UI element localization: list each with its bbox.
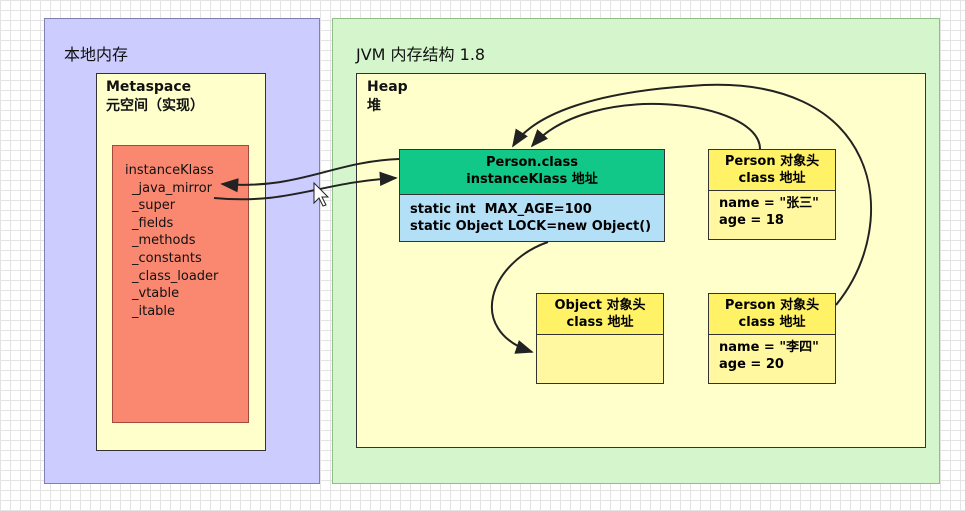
object-header-class-address: class 地址 — [738, 171, 806, 186]
klass-field: _vtable — [132, 286, 180, 302]
object-header: Person 对象头 class 地址 — [709, 150, 835, 191]
object-fields: name = "李四" age = 20 — [709, 335, 835, 373]
klass-field: _constants — [132, 250, 202, 266]
jvm-memory-title: JVM 内存结构 1.8 — [356, 45, 486, 64]
heap-subtitle: 堆 — [367, 98, 381, 114]
klass-field: _super — [132, 198, 176, 214]
object-header-type: Person 对象头 — [724, 154, 820, 169]
person-class-name: Person.class — [485, 155, 579, 170]
object-header-type: Person 对象头 — [724, 298, 820, 313]
heap-title: Heap — [367, 79, 408, 95]
object-header-class-address: class 地址 — [738, 315, 806, 330]
heap-container — [356, 73, 926, 448]
person-class-header: Person.class instanceKlass 地址 — [400, 150, 664, 195]
object-header-class-address: class 地址 — [566, 315, 634, 330]
klass-field: _methods — [132, 233, 196, 249]
person-class-box: Person.class instanceKlass 地址 static int… — [399, 149, 665, 242]
metaspace-title: Metaspace — [106, 79, 192, 95]
klass-field: _java_mirror — [132, 180, 212, 196]
mouse-pointer-icon — [313, 181, 330, 207]
object-fields: name = "张三" age = 18 — [709, 191, 835, 229]
object-field: name = "张三" — [719, 196, 819, 211]
klass-field: _itable — [132, 303, 176, 319]
object-field: age = 18 — [719, 213, 784, 228]
person1-to-class-arrow — [530, 102, 761, 150]
klass-field: _class_loader — [132, 268, 219, 284]
object-field: name = "李四" — [719, 340, 819, 355]
metaspace-subtitle: 元空间（实现） — [106, 98, 204, 114]
static-field: static int MAX_AGE=100 — [410, 202, 592, 217]
instance-klass-fields: instanceKlass _java_mirror _super _field… — [125, 162, 218, 320]
class-to-mirror-arrow — [220, 158, 400, 193]
mirror-to-class-arrow — [213, 171, 398, 201]
person-class-klass-address: instanceKlass 地址 — [466, 172, 598, 187]
object-instance-box: Object 对象头 class 地址 — [536, 293, 664, 384]
person-object-box: Person 对象头 class 地址 name = "张三" age = 18 — [708, 149, 836, 240]
object-header: Object 对象头 class 地址 — [537, 294, 663, 335]
object-header: Person 对象头 class 地址 — [709, 294, 835, 335]
object-field: age = 20 — [719, 357, 784, 372]
static-field: static Object LOCK=new Object() — [410, 219, 652, 234]
person2-to-class-arrow — [512, 83, 873, 306]
klass-field: instanceKlass — [125, 163, 214, 178]
lock-to-object-arrow — [490, 241, 549, 354]
native-memory-title: 本地内存 — [64, 45, 129, 64]
object-header-type: Object 对象头 — [554, 298, 646, 313]
person-class-statics: static int MAX_AGE=100 static Object LOC… — [400, 195, 664, 235]
klass-field: _fields — [132, 215, 174, 231]
person-object-box: Person 对象头 class 地址 name = "李四" age = 20 — [708, 293, 836, 384]
